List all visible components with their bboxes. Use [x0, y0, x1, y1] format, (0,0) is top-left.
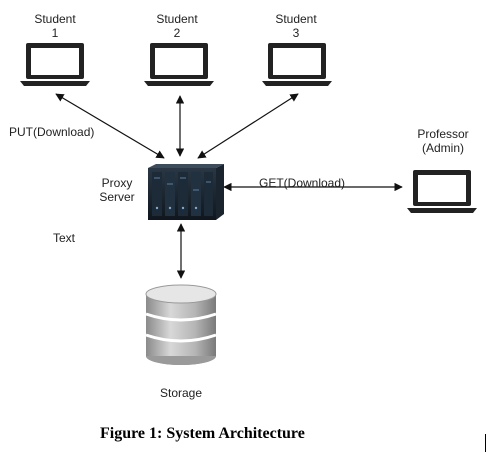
put-download-label: PUT(Download): [9, 125, 95, 139]
text-cursor: [485, 434, 486, 452]
figure-caption: Figure 1: System Architecture: [100, 425, 305, 442]
text-label: Text: [53, 231, 76, 245]
student1-label: Student 1: [30, 12, 80, 40]
student3-label: Student 3: [271, 12, 321, 40]
proxy-server-label-line1: Proxy: [101, 176, 133, 190]
professor-label-line2: (Admin): [421, 141, 464, 155]
proxy-server-icon: [148, 164, 224, 220]
student2-label-line1: Student: [156, 12, 198, 26]
arrow-student3-proxy: [197, 93, 299, 159]
student1-label-line2: 1: [51, 26, 59, 40]
storage-label: Storage: [159, 386, 203, 400]
student3-label-line2: 3: [292, 26, 300, 40]
student2-label: Student 2: [152, 12, 202, 40]
student1-label-line1: Student: [34, 12, 76, 26]
arrow-student1-proxy: [55, 93, 165, 159]
get-download-label: GET(Download): [259, 176, 346, 190]
student1-laptop-icon: [20, 43, 90, 86]
proxy-server-label-line2: Server: [99, 190, 135, 204]
student3-label-line1: Student: [275, 12, 317, 26]
professor-label: Professor (Admin): [410, 127, 476, 155]
student2-laptop-icon: [144, 43, 214, 86]
student3-laptop-icon: [262, 43, 332, 86]
storage-database-icon: [145, 284, 217, 365]
student2-label-line2: 2: [173, 26, 181, 40]
professor-laptop-icon: [407, 170, 477, 213]
professor-label-line1: Professor: [417, 127, 469, 141]
proxy-server-label: Proxy Server: [92, 176, 142, 204]
